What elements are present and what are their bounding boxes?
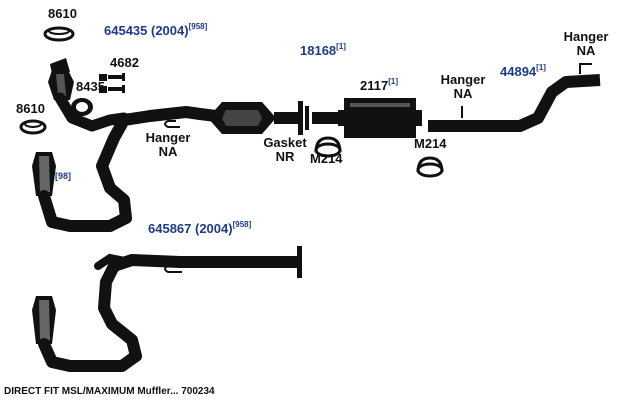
hanger-right-line1: Hanger — [563, 29, 609, 44]
catalytic-converter-645435 — [48, 58, 74, 100]
clamp-8610-top — [43, 26, 75, 42]
clamp-m214-left — [314, 136, 342, 158]
hanger-left-hook — [164, 120, 180, 128]
label-clamp-8610-top: 8610 — [48, 6, 77, 21]
hanger-left-line2: NA — [158, 144, 178, 159]
label-gasket-nr: Gasket NR — [258, 136, 312, 163]
label-hanger-mid: Hanger NA — [436, 73, 490, 100]
flange-gasket — [298, 101, 303, 135]
catalytic-converter-left — [32, 152, 56, 196]
label-converter-left-ref: [98] — [55, 171, 72, 181]
hanger-lower-hook — [164, 265, 182, 273]
hanger-right-line2: NA — [576, 43, 596, 58]
label-tailpipe-44894: 44894[1] — [500, 63, 546, 79]
label-clamp-8610-left: 8610 — [16, 101, 45, 116]
label-pipe-18168: 18168[1] — [300, 42, 346, 58]
hanger-mid-line2: NA — [453, 86, 473, 101]
tailpipe-44894 — [428, 74, 601, 132]
gasket-nr-line1: Gasket — [263, 135, 307, 150]
part-number: 44894 — [500, 64, 537, 79]
clamp-8610-left — [19, 119, 47, 135]
flange-plate — [305, 106, 309, 130]
label-gasket-8435: 8435 — [76, 79, 105, 94]
downpipe-top — [54, 92, 130, 132]
hanger-left-line1: Hanger — [145, 130, 191, 145]
gasket-8435 — [71, 98, 93, 116]
part-number: 18168 — [300, 43, 337, 58]
hanger-right-hook — [579, 63, 592, 74]
gasket-nr-line2: NR — [275, 149, 295, 164]
part-ref: [1] — [388, 77, 398, 86]
label-hanger-right: Hanger NA — [558, 30, 614, 57]
muffler-2117 — [338, 98, 422, 138]
hanger-mid-line1: Hanger — [440, 72, 486, 87]
label-clamp-m214-left: M214 — [310, 151, 343, 166]
part-ref: [1] — [536, 63, 546, 72]
clamp-m214-right — [416, 156, 444, 178]
y-pipe-upper — [38, 106, 238, 232]
part-ref: [958] — [188, 22, 208, 31]
bolt-kit-4682 — [99, 73, 125, 93]
y-pipe-lower-branch — [94, 253, 134, 270]
pipe-lower-straight — [178, 256, 298, 268]
label-bolt-kit-4682: 4682 — [110, 55, 139, 70]
part-ref: [1] — [336, 42, 346, 51]
label-clamp-m214-right: M214 — [414, 136, 447, 151]
part-number: 2117 — [360, 78, 389, 93]
label-converter-645867: 645867 (2004)[958] — [148, 220, 252, 236]
y-pipe-lower — [38, 254, 186, 372]
label-converter-645435: 645435 (2004)[958] — [104, 22, 208, 38]
footer-caption: DIRECT FIT MSL/MAXIMUM Muffler... 700234 — [4, 386, 215, 397]
flange-lower — [297, 246, 302, 278]
pipe-18168 — [312, 112, 338, 124]
part-ref: [958] — [232, 220, 252, 229]
part-number: 645435 (2004) — [104, 23, 189, 38]
resonator-body — [208, 102, 276, 134]
label-muffler-2117: 2117[1] — [360, 77, 398, 93]
catalytic-converter-645867 — [32, 296, 56, 344]
pipe-to-flange — [274, 112, 300, 124]
part-number: 645867 (2004) — [148, 221, 233, 236]
label-hanger-left: Hanger NA — [142, 131, 194, 158]
